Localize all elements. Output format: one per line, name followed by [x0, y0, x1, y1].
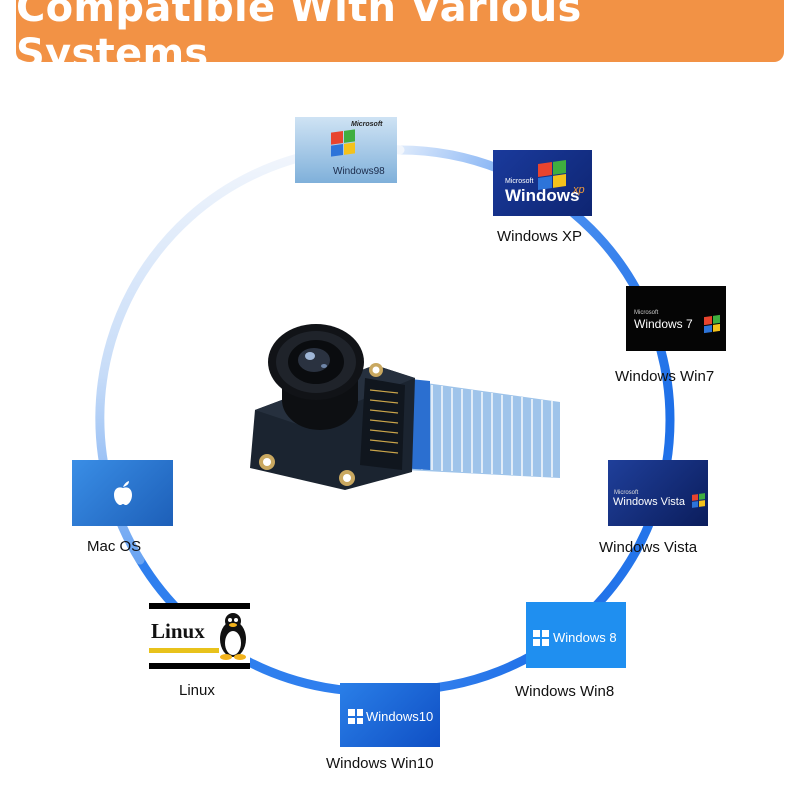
- logo-text: Linux: [151, 619, 205, 643]
- logo-text: Windows Vista: [613, 496, 685, 508]
- caption-linux: Linux: [179, 682, 215, 699]
- caption-windows-win8: Windows Win8: [515, 683, 615, 700]
- logo-small-text: Microsoft: [614, 490, 639, 496]
- banner-title: Compatible With Various Systems: [16, 0, 582, 77]
- macos-logo-tile: [72, 460, 173, 526]
- logo-small-text: Microsoft: [351, 121, 383, 128]
- caption-windows-win10: Windows Win10: [326, 755, 434, 772]
- logo-suffix: xp: [573, 184, 585, 196]
- windows98-logo-tile: Microsoft Windows98: [295, 117, 397, 183]
- windows-xp-logo-tile: Microsoft Windows xp: [493, 150, 592, 216]
- windows-vista-logo-tile: Microsoft Windows Vista: [608, 460, 708, 526]
- caption-mac-os: Mac OS: [87, 538, 142, 555]
- windows-10-logo-tile: Windows10: [340, 683, 440, 747]
- windows-7-logo-tile: Microsoft Windows 7: [626, 286, 726, 351]
- linux-logo-tile: Linux: [149, 603, 250, 669]
- windows-logo-icon: [348, 709, 363, 724]
- linux-stripe: [149, 648, 219, 653]
- windows-flag-icon: [692, 493, 705, 508]
- logo-small-text: Microsoft: [505, 178, 534, 185]
- caption-windows-win7: Windows Win7: [615, 368, 715, 385]
- logo-text: Windows10: [366, 709, 434, 724]
- logo-text: Windows 7: [634, 317, 693, 331]
- logo-small-text: Microsoft: [634, 310, 659, 316]
- apple-logo-icon: [114, 481, 132, 505]
- windows-logo-icon: [533, 630, 549, 646]
- logo-text: Windows98: [333, 166, 385, 177]
- tux-penguin-icon: [220, 613, 246, 660]
- camera-module-icon: [250, 324, 560, 490]
- windows-flag-icon: [704, 314, 720, 334]
- logo-text: Windows: [505, 186, 580, 205]
- logo-text: Windows 8: [553, 630, 617, 645]
- windows-flag-icon: [331, 129, 355, 157]
- caption-windows-xp: Windows XP: [497, 228, 583, 245]
- windows-8-logo-tile: Windows 8: [526, 602, 626, 668]
- caption-windows-vista: Windows Vista: [599, 539, 698, 556]
- title-banner: Compatible With Various Systems: [16, 0, 784, 77]
